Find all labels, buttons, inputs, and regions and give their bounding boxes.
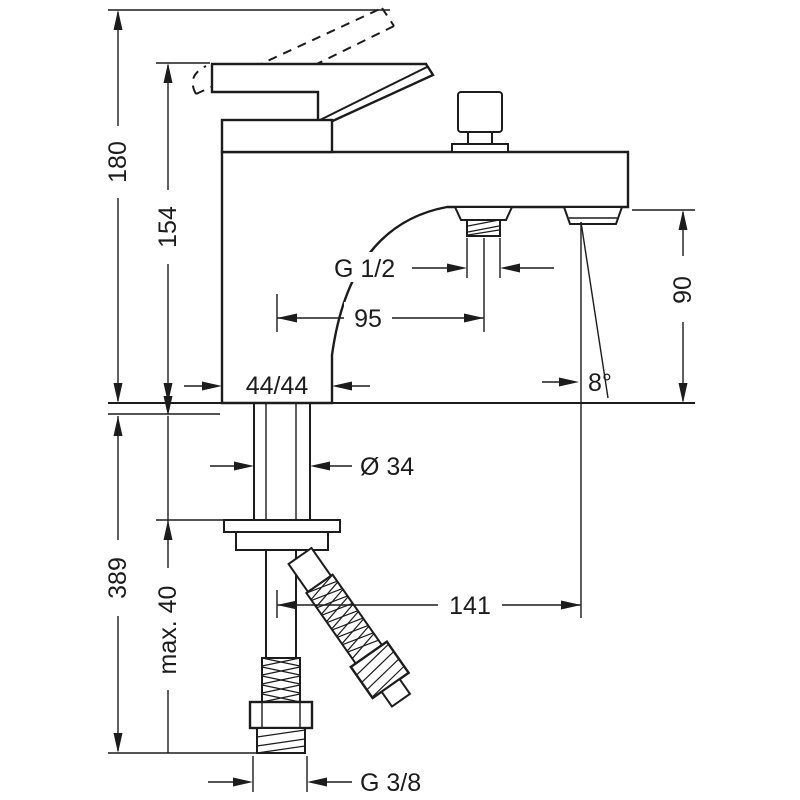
dim-label-180: 180 — [104, 141, 132, 183]
dim-95: 95 — [277, 302, 484, 334]
diverter-flange — [451, 143, 509, 153]
shower-outlet-ring — [453, 206, 514, 221]
arrowhead-left — [277, 600, 297, 610]
dim-label-angle-8: 8° — [588, 369, 612, 397]
mounting-hardware — [223, 519, 341, 551]
dim-154: 154 — [154, 63, 182, 403]
spray-angle-line — [580, 221, 609, 399]
dim-label-dia-34: Ø 34 — [360, 453, 414, 481]
arrowhead-down — [678, 383, 688, 403]
arrowhead-up — [113, 416, 123, 436]
dashed-handle-pivot-arc — [191, 65, 207, 95]
dim-label-90: 90 — [669, 276, 697, 304]
arrowhead-right — [559, 377, 579, 387]
aerator — [562, 206, 624, 225]
dim-label-g12: G 1/2 — [334, 255, 395, 283]
dim-44-44: 44/44 — [184, 372, 370, 400]
arrowhead-left — [310, 461, 330, 471]
dim-max-40: max. 40 — [154, 396, 182, 753]
arrowhead-right — [234, 461, 254, 471]
hose-tip — [380, 677, 412, 708]
dim-label-154: 154 — [154, 206, 182, 248]
dim-g12: G 1/2 — [330, 252, 554, 283]
dim-389: 389 — [104, 416, 132, 753]
shower-outlet — [453, 206, 514, 237]
arrowhead-right — [447, 263, 467, 273]
arrowhead-up — [163, 63, 173, 83]
arrowhead-right — [464, 313, 484, 323]
hose-braid-weave — [261, 657, 301, 703]
dim-g38: G 3/8 — [208, 769, 421, 797]
dim-label-max-40: max. 40 — [154, 586, 182, 675]
arrowhead-left — [307, 777, 327, 787]
nipple-thread-hatch — [467, 219, 500, 227]
ferrule-knurl — [256, 745, 306, 754]
mounting-nut — [235, 531, 329, 551]
diverter-knob-cap — [457, 91, 503, 133]
straight-supply-hose — [248, 550, 314, 754]
dim-label-44-44: 44/44 — [246, 372, 309, 400]
extension-lines — [108, 9, 695, 792]
dim-141: 141 — [277, 589, 581, 621]
arrowhead-down — [163, 396, 173, 416]
hose-nut — [248, 700, 314, 730]
arrowhead-left — [332, 381, 352, 391]
arrowhead-left — [500, 263, 520, 273]
dim-label-141: 141 — [449, 592, 491, 620]
handle-lever — [210, 62, 435, 126]
handle-lever-inner-edge — [319, 66, 428, 121]
nut-knurl — [371, 665, 405, 698]
dim-180: 180 — [104, 10, 132, 403]
hose-braid — [305, 573, 384, 665]
dim-label-g38: G 3/8 — [360, 769, 421, 797]
dim-dia-34: Ø 34 — [210, 453, 414, 481]
nut-knurl — [356, 643, 389, 676]
arrowhead-down — [113, 383, 123, 403]
arrowhead-right — [561, 600, 581, 610]
dim-label-95: 95 — [354, 305, 382, 333]
ferrule-knurl — [256, 729, 306, 738]
faucet-body-outline — [220, 150, 630, 405]
arrowhead-down — [113, 733, 123, 753]
diverter-knob — [451, 91, 509, 153]
nipple-thread-hatch — [467, 225, 500, 233]
aerator-outline — [562, 206, 624, 225]
dim-label-389: 389 — [104, 557, 132, 599]
arrowhead-left — [277, 313, 297, 323]
nut-knurl — [366, 658, 400, 691]
arrowhead-right — [202, 381, 222, 391]
dashed-handle-end-face — [381, 7, 395, 27]
hose-braid-weave — [306, 574, 379, 659]
arrowhead-up — [163, 520, 173, 540]
faucet-body — [220, 118, 630, 405]
mounting-washer — [223, 519, 341, 533]
ferrule-knurl — [256, 738, 306, 747]
dim-angle-8: 8° — [542, 369, 612, 397]
dim-90: 90 — [669, 210, 697, 403]
angled-supply-hose — [287, 546, 412, 708]
arrowhead-down — [163, 383, 173, 403]
nut-knurl — [361, 651, 395, 683]
arrowhead-right — [233, 777, 253, 787]
handle-escutcheon — [220, 118, 334, 154]
arrowhead-up — [678, 210, 688, 230]
arrowhead-up — [113, 10, 123, 30]
handle-lever-outline — [210, 62, 435, 126]
nipple-thread-hatch — [467, 229, 500, 236]
